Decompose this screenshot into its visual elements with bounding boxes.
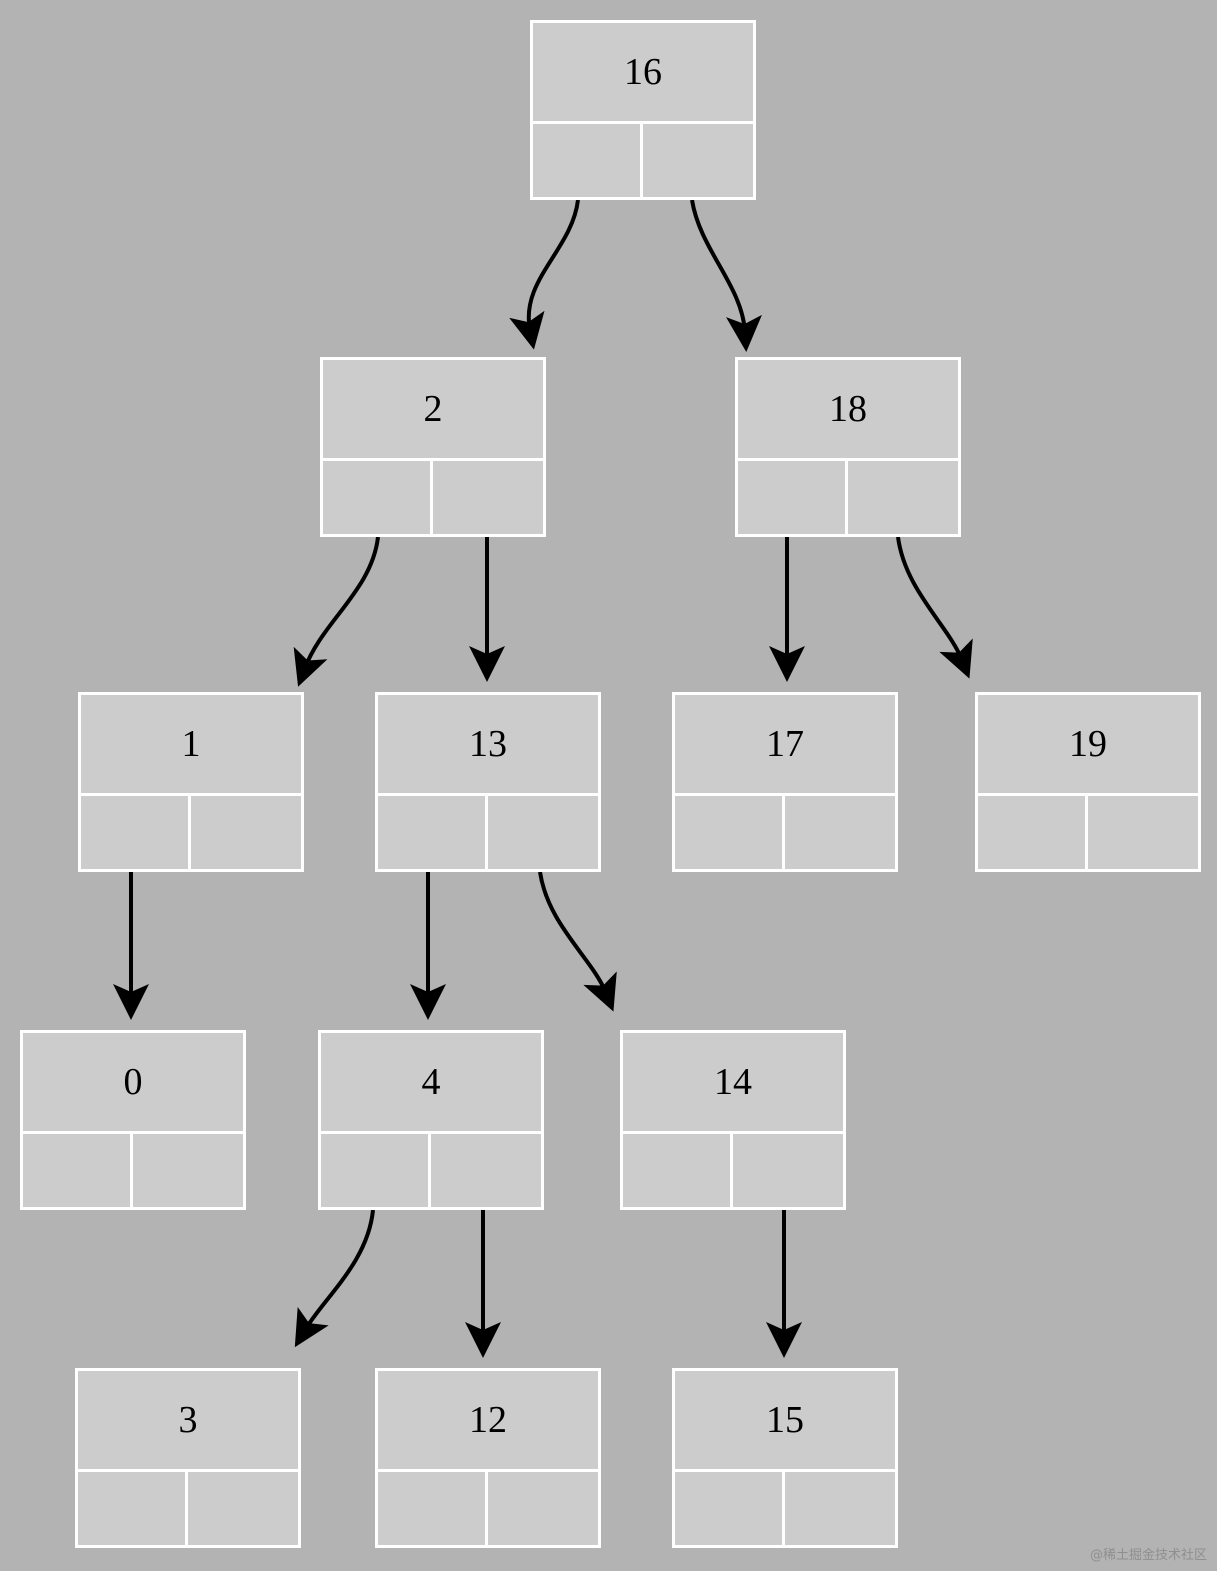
tree-edge-n16-to-n2 — [509, 199, 580, 350]
tree-node-4[interactable]: 4 — [318, 1030, 544, 1210]
tree-edge-n4-to-n3 — [294, 1209, 375, 1348]
node-child-pointers — [78, 1471, 298, 1545]
node-left-pointer — [675, 795, 785, 869]
node-right-pointer — [188, 1472, 298, 1545]
tree-node-18[interactable]: 18 — [735, 357, 961, 537]
tree-node-0[interactable]: 0 — [20, 1030, 246, 1210]
node-child-pointers — [675, 795, 895, 869]
node-left-pointer — [533, 123, 643, 197]
node-key-label: 2 — [323, 360, 543, 461]
node-left-pointer — [23, 1133, 133, 1207]
node-left-pointer — [321, 1133, 431, 1207]
node-left-pointer — [323, 460, 433, 534]
tree-node-19[interactable]: 19 — [975, 692, 1201, 872]
node-child-pointers — [23, 1133, 243, 1207]
node-right-pointer — [643, 124, 753, 197]
node-key-label: 12 — [378, 1371, 598, 1472]
tree-node-16[interactable]: 16 — [530, 20, 756, 200]
node-child-pointers — [675, 1471, 895, 1545]
watermark: @稀土掘金技术社区 — [1089, 1548, 1207, 1563]
node-right-pointer — [488, 1472, 598, 1545]
node-right-pointer — [433, 461, 543, 534]
node-left-pointer — [81, 795, 191, 869]
tree-node-1[interactable]: 1 — [78, 692, 304, 872]
node-left-pointer — [623, 1133, 733, 1207]
node-child-pointers — [378, 1471, 598, 1545]
node-key-label: 15 — [675, 1371, 895, 1472]
node-child-pointers — [323, 460, 543, 534]
node-left-pointer — [738, 460, 848, 534]
tree-node-3[interactable]: 3 — [75, 1368, 301, 1548]
tree-edge-n2-to-n1 — [293, 536, 380, 687]
tree-node-14[interactable]: 14 — [620, 1030, 846, 1210]
node-right-pointer — [488, 796, 598, 869]
node-right-pointer — [785, 1472, 895, 1545]
node-key-label: 13 — [378, 695, 598, 796]
node-key-label: 4 — [321, 1033, 541, 1134]
node-child-pointers — [81, 795, 301, 869]
node-right-pointer — [848, 461, 958, 534]
node-key-label: 18 — [738, 360, 958, 461]
node-right-pointer — [431, 1134, 541, 1207]
node-child-pointers — [978, 795, 1198, 869]
tree-node-17[interactable]: 17 — [672, 692, 898, 872]
node-right-pointer — [191, 796, 301, 869]
tree-node-13[interactable]: 13 — [375, 692, 601, 872]
tree-edge-n16-to-n18 — [690, 199, 762, 352]
node-child-pointers — [533, 123, 753, 197]
tree-node-2[interactable]: 2 — [320, 357, 546, 537]
tree-edge-n13-to-n14 — [538, 871, 617, 1012]
node-left-pointer — [378, 795, 488, 869]
node-right-pointer — [133, 1134, 243, 1207]
node-child-pointers — [378, 795, 598, 869]
node-child-pointers — [738, 460, 958, 534]
node-key-label: 3 — [78, 1371, 298, 1472]
node-key-label: 0 — [23, 1033, 243, 1134]
node-key-label: 16 — [533, 23, 753, 124]
node-child-pointers — [321, 1133, 541, 1207]
tree-node-12[interactable]: 12 — [375, 1368, 601, 1548]
tree-node-15[interactable]: 15 — [672, 1368, 898, 1548]
node-key-label: 1 — [81, 695, 301, 796]
node-right-pointer — [785, 796, 895, 869]
node-child-pointers — [623, 1133, 843, 1207]
node-right-pointer — [733, 1134, 843, 1207]
node-left-pointer — [78, 1471, 188, 1545]
node-key-label: 17 — [675, 695, 895, 796]
node-right-pointer — [1088, 796, 1198, 869]
node-left-pointer — [978, 795, 1088, 869]
node-left-pointer — [378, 1471, 488, 1545]
node-key-label: 14 — [623, 1033, 843, 1134]
node-key-label: 19 — [978, 695, 1198, 796]
tree-edge-n18-to-n19 — [896, 536, 973, 679]
node-left-pointer — [675, 1471, 785, 1545]
